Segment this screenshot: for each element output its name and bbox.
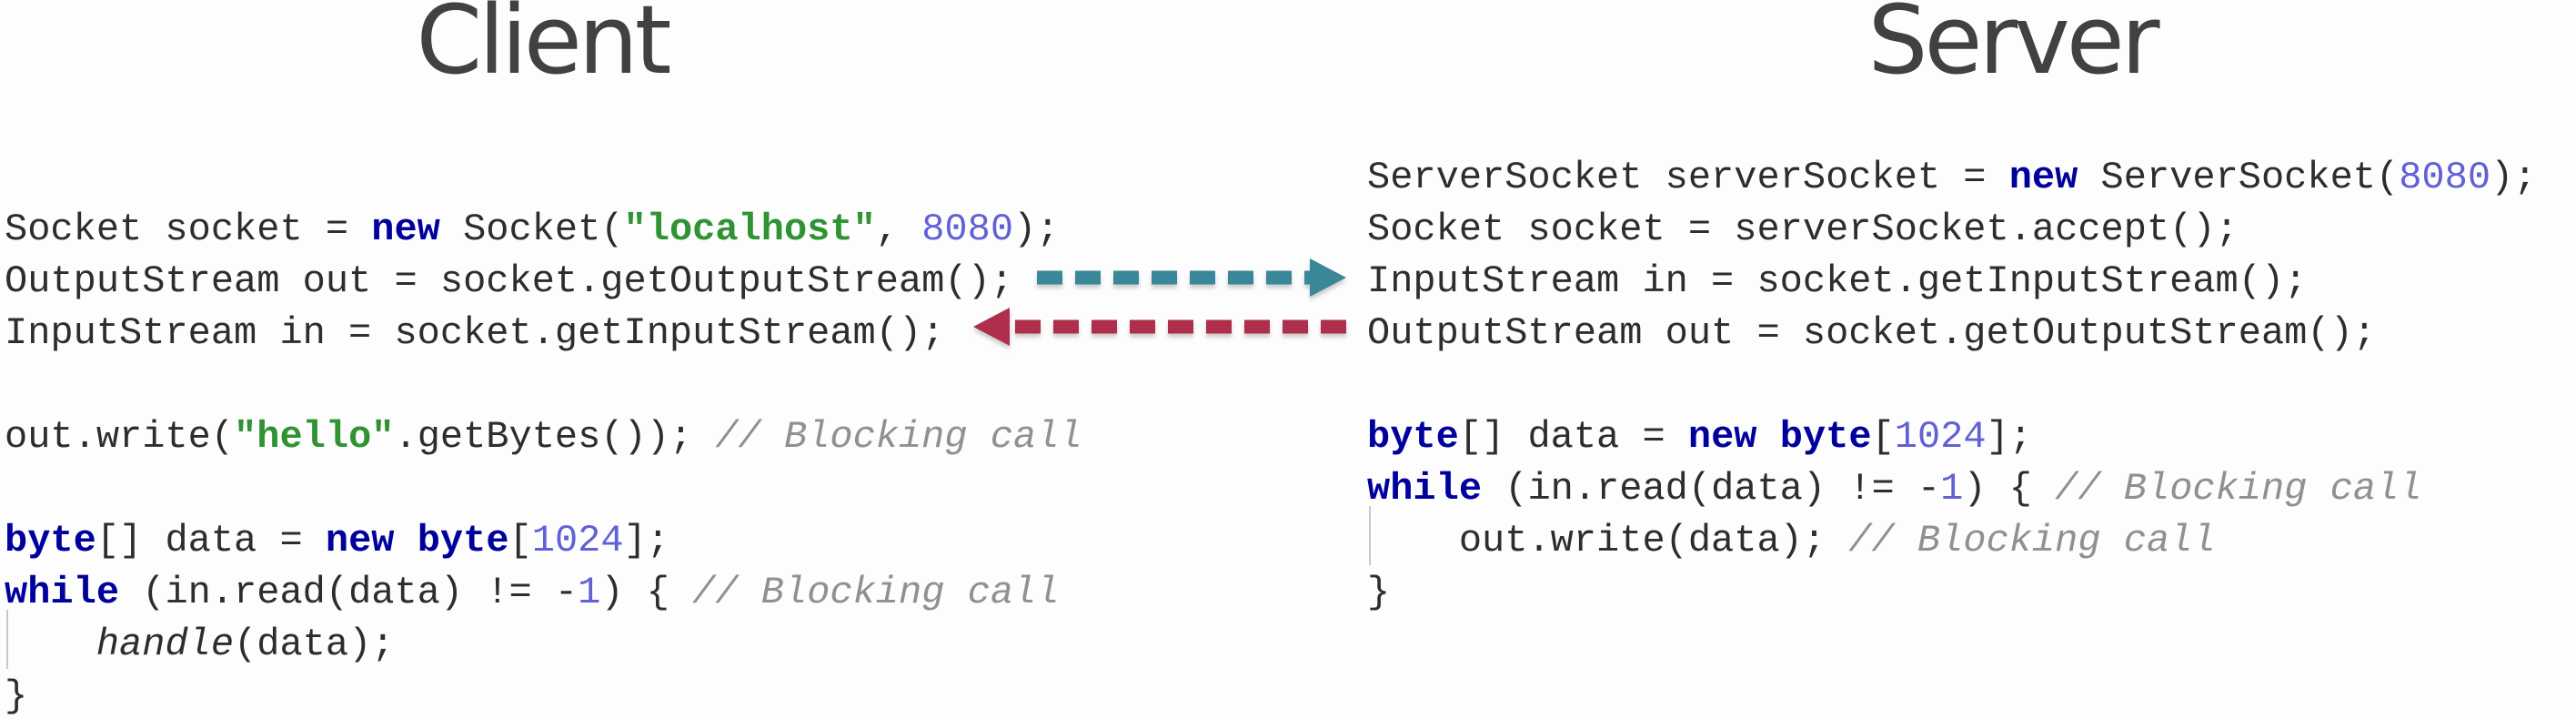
code-line: InputStream in = socket.getInputStream()… [5, 308, 1082, 360]
code-line: while (in.read(data) != -1) { // Blockin… [1367, 463, 2536, 515]
code-token: , [875, 208, 922, 251]
code-line: out.write(data); // Blocking call [1367, 506, 2536, 567]
server-code-block: ServerSocket serverSocket = new ServerSo… [1367, 152, 2536, 619]
code-token: 1024 [531, 519, 624, 562]
code-token: InputStream in = socket.getInputStream()… [5, 311, 945, 355]
code-token: new [371, 208, 440, 251]
code-line: Socket socket = serverSocket.accept(); [1367, 204, 2536, 256]
code-token: // Blocking call [1848, 519, 2216, 562]
arrow-left-head [973, 308, 1010, 346]
code-token: handle [96, 623, 235, 666]
code-token: [] data = [96, 519, 326, 562]
code-line: byte[] data = new byte[1024]; [5, 515, 1082, 567]
code-token: 1024 [1894, 415, 1987, 459]
code-line [1367, 360, 2536, 411]
arrow-left-icon [973, 308, 1349, 346]
code-line: } [1367, 567, 2536, 619]
code-token: Socket socket = [5, 208, 372, 251]
code-token: byte [1779, 415, 1872, 459]
connection-arrows [973, 258, 1349, 346]
code-line [5, 463, 1082, 515]
code-line [5, 360, 1082, 411]
code-token: byte [1367, 415, 1459, 459]
code-token: } [1367, 571, 1391, 614]
code-token: "hello" [234, 415, 395, 459]
code-token: new [325, 519, 395, 562]
code-token: byte [417, 519, 509, 562]
code-token: OutputStream out = socket.getOutputStrea… [1367, 311, 2376, 355]
code-line: out.write("hello".getBytes()); // Blocki… [5, 411, 1082, 463]
code-token: ); [1013, 208, 1060, 251]
code-token: } [5, 674, 28, 718]
client-code-block: Socket socket = new Socket("localhost", … [5, 204, 1082, 719]
code-token: // Blocking call [715, 415, 1082, 459]
code-token: 1 [1940, 467, 1964, 511]
code-line: OutputStream out = socket.getOutputStrea… [1367, 308, 2536, 360]
code-token: [ [1871, 415, 1895, 459]
code-token: out.write( [5, 415, 235, 459]
code-token: .getBytes()); [394, 415, 716, 459]
code-token: ]; [1986, 415, 2033, 459]
code-line: ServerSocket serverSocket = new ServerSo… [1367, 152, 2536, 204]
code-line: } [5, 671, 1082, 719]
code-line: byte[] data = new byte[1024]; [1367, 411, 2536, 463]
code-token: Socket socket = serverSocket.accept(); [1367, 208, 2239, 251]
arrow-right-icon [1037, 258, 1346, 297]
code-token: out.write(data); [1367, 519, 1849, 562]
code-line: Socket socket = new Socket("localhost", … [5, 204, 1082, 256]
code-line: while (in.read(data) != -1) { // Blockin… [5, 567, 1082, 619]
server-title: Server [1867, 0, 2159, 96]
code-token: // Blocking call [692, 571, 1060, 614]
code-token [1757, 415, 1780, 459]
code-token: // Blocking call [2055, 467, 2422, 511]
code-token: while [5, 571, 120, 614]
code-line: InputStream in = socket.getInputStream()… [1367, 256, 2536, 308]
client-title: Client [416, 0, 671, 96]
code-token: ); [2490, 156, 2537, 199]
code-line: handle(data); [5, 610, 1082, 671]
code-token: 8080 [921, 208, 1014, 251]
code-token: InputStream in = socket.getInputStream()… [1367, 259, 2308, 303]
code-token: new [2008, 156, 2078, 199]
code-token: ServerSocket serverSocket = [1367, 156, 2009, 199]
code-token: "localhost" [623, 208, 876, 251]
code-token: byte [5, 519, 96, 562]
code-token: 8080 [2399, 156, 2491, 199]
code-token: Socket( [439, 208, 624, 251]
code-token: ServerSocket( [2078, 156, 2400, 199]
code-token: [] data = [1458, 415, 1688, 459]
code-token [395, 519, 418, 562]
code-token: (in.read(data) != - [1482, 467, 1941, 511]
code-token: ]; [623, 519, 670, 562]
code-token [5, 623, 96, 666]
code-token: OutputStream out = socket.getOutputStrea… [5, 259, 1013, 303]
arrow-right-head [1310, 258, 1346, 297]
code-token: (in.read(data) != - [119, 571, 579, 614]
code-line: OutputStream out = socket.getOutputStrea… [5, 256, 1082, 308]
code-token: while [1367, 467, 1483, 511]
code-token: ) { [600, 571, 693, 614]
code-token: 1 [578, 571, 601, 614]
code-token: [ [508, 519, 532, 562]
code-token: (data); [234, 623, 395, 666]
code-token: new [1687, 415, 1757, 459]
code-token: ) { [1963, 467, 2056, 511]
